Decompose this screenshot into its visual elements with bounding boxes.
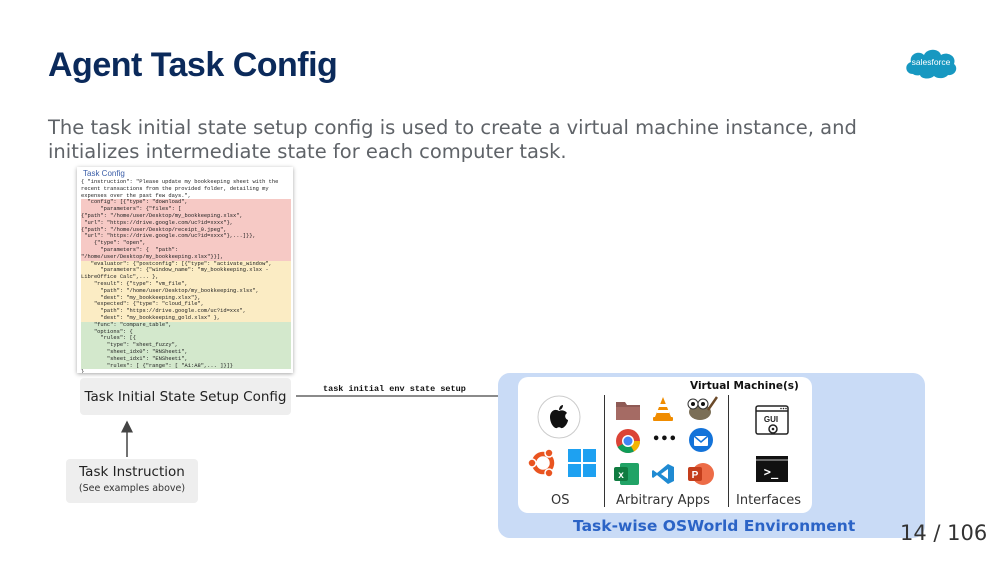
windows-icon xyxy=(568,449,596,482)
page-indicator: 14 / 106 xyxy=(900,521,988,545)
virtual-machine-panel: Virtual Machine(s) xyxy=(518,377,812,513)
config-code-line: {"path": "/home/user/Desktop/receipt_0.j… xyxy=(81,226,291,234)
config-code-line: "url": "https://drive.google.com/uc?id=x… xyxy=(81,233,291,241)
task-instruction-sublabel: (See examples above) xyxy=(78,483,186,494)
apple-icon xyxy=(537,395,581,444)
powerpoint-icon: P xyxy=(688,461,714,492)
arrow-label: task initial env state setup xyxy=(323,384,466,394)
config-code-line: LibreOffice Calc",... }, xyxy=(81,274,291,281)
slide-title: Agent Task Config xyxy=(48,46,338,84)
gui-icon-text: GUI xyxy=(764,415,778,424)
slide-description: The task initial state setup config is u… xyxy=(48,116,857,163)
config-code-line: } xyxy=(81,369,85,373)
environment-label: Task-wise OSWorld Environment xyxy=(573,517,856,535)
task-config-title: Task Config xyxy=(83,169,125,178)
config-code-line: "sheet_idx1": "ENSheet1", xyxy=(81,355,291,363)
config-code-line: {"type": "open", xyxy=(81,240,291,247)
folder-icon xyxy=(615,399,641,426)
gui-icon: GUI xyxy=(755,405,789,444)
config-code-line: "expected": {"type": "cloud_file", xyxy=(81,301,291,309)
config-code-line: "evaluator": {"postconfig": [{"type": "a… xyxy=(81,260,291,268)
setup-config-label: Task Initial State Setup Config xyxy=(84,388,287,405)
task-instruction-box: Task Instruction (See examples above) xyxy=(66,459,198,503)
salesforce-logo: salesforce xyxy=(903,44,959,82)
task-config-panel: Task Config { "instruction": "Please upd… xyxy=(77,167,293,373)
config-code-line: "path": "https://drive.google.com/uc?id=… xyxy=(81,308,291,315)
config-code-line: "rules": [{ xyxy=(81,335,291,343)
ubuntu-icon xyxy=(527,447,559,484)
os-column-label: OS xyxy=(551,493,570,508)
osworld-environment: Virtual Machine(s) xyxy=(498,373,925,538)
config-code-line: "options": { xyxy=(81,328,291,336)
task-config-code: { "instruction": "Please update my bookk… xyxy=(81,179,291,373)
svg-text:x: x xyxy=(618,470,624,481)
config-code-line: "parameters": { "path": xyxy=(81,246,291,254)
apps-column-label: Arbitrary Apps xyxy=(616,493,710,508)
column-divider xyxy=(728,395,729,507)
column-divider xyxy=(604,395,605,507)
config-code-line: "sheet_idx0": "RNSheet1", xyxy=(81,348,291,356)
interfaces-column-label: Interfaces xyxy=(736,493,801,508)
config-code-line: "parameters": {"files": [ xyxy=(81,206,291,213)
config-code-line: "result": {"type": "vm_file", xyxy=(81,280,291,288)
config-code-line: "dest": "my_bookkeeping_gold.xlsx" }, xyxy=(81,314,291,322)
config-code-line: "url": "https://drive.google.com/uc?id=x… xyxy=(81,219,291,227)
config-code-line: "parameters": {"window_name": "my_bookke… xyxy=(81,267,291,275)
excel-icon: x xyxy=(614,461,640,492)
config-code-line: "path": "/home/user/Desktop/my_bookkeepi… xyxy=(81,287,291,295)
more-icon: ••• xyxy=(652,432,677,447)
task-instruction-label: Task Instruction xyxy=(79,464,185,480)
svg-text:P: P xyxy=(692,470,699,481)
chrome-icon xyxy=(615,428,641,459)
vm-label: Virtual Machine(s) xyxy=(690,380,799,392)
config-code-line: {"path": "/home/user/Desktop/my_bookkeep… xyxy=(81,212,291,220)
vlc-icon xyxy=(651,396,675,427)
gimp-icon xyxy=(684,394,719,427)
logo-text: salesforce xyxy=(911,57,951,67)
config-code-line: "dest": "my_bookkeeping.xlsx"}, xyxy=(81,294,291,302)
terminal-prompt: >_ xyxy=(764,465,779,480)
vscode-icon xyxy=(651,462,675,491)
config-code-line: "rules": [ {"range": [ "A1:A8",... ]}]} xyxy=(81,362,291,370)
terminal-icon: >_ xyxy=(755,455,789,488)
config-code-line: "func": "compare_table", xyxy=(81,321,291,329)
thunderbird-icon xyxy=(688,427,714,458)
config-code-line: "config": [{"type": "download", xyxy=(81,199,291,207)
config-code-line: recent transactions from the provided fo… xyxy=(81,185,269,192)
config-code-line: "/home/user/Desktop/my_bookkeeping.xlsx"… xyxy=(81,253,291,261)
config-code-line: { "instruction": "Please update my bookk… xyxy=(81,179,279,185)
config-code-line: expenses over the past few days.", xyxy=(81,192,191,199)
config-code-line: "type": "sheet_fuzzy", xyxy=(81,342,291,349)
setup-config-box: Task Initial State Setup Config xyxy=(80,378,291,415)
